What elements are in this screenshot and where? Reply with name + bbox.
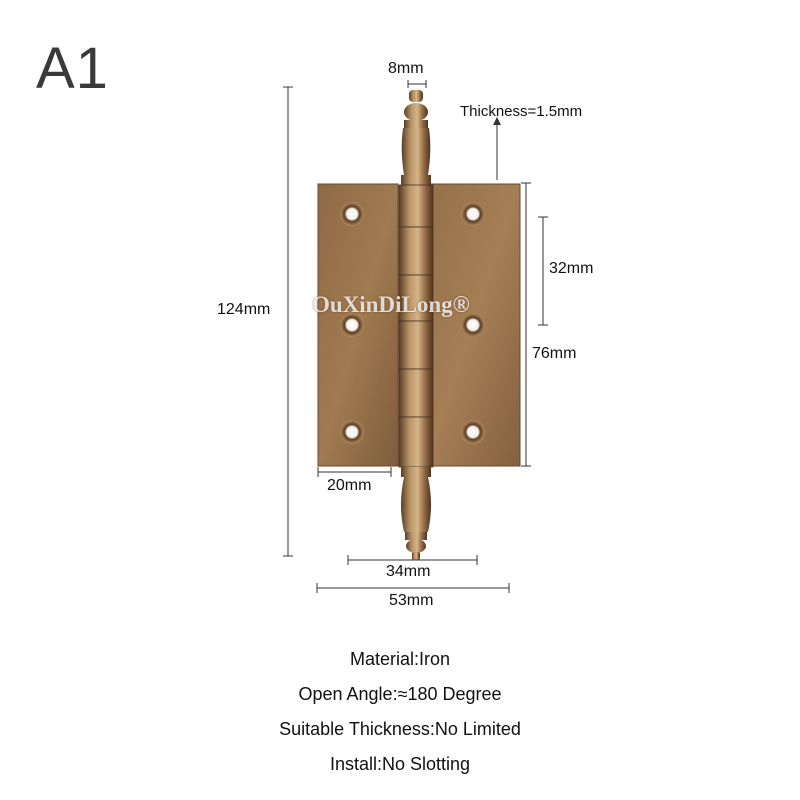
screw-hole (340, 313, 364, 337)
bottom-finial (401, 467, 431, 560)
screw-hole (340, 202, 364, 226)
spec-suitable-thickness: Suitable Thickness:No Limited (279, 719, 521, 739)
dim-open-width-total: 53mm (389, 592, 434, 609)
screw-hole (461, 202, 485, 226)
dim-hole-spacing: 32mm (549, 260, 594, 277)
spec-install: Install:No Slotting (329, 754, 471, 774)
model-label: A1 (36, 36, 109, 101)
spec-list: Material:Iron Open Angle:≈180 Degree Sui… (0, 645, 800, 785)
hinge-barrel (398, 184, 434, 468)
screw-hole (461, 313, 485, 337)
dim-leaf-width: 20mm (327, 477, 372, 494)
top-finial (401, 90, 431, 185)
watermark-logo: OuXinDiLong® (312, 292, 470, 317)
dim-leaf-height: 76mm (532, 345, 577, 362)
screw-hole (461, 420, 485, 444)
dim-pin-width: 8mm (388, 60, 424, 77)
dim-thickness: Thickness=1.5mm (460, 103, 583, 120)
spec-material: Material:Iron (349, 649, 451, 669)
screw-hole (340, 420, 364, 444)
spec-open-angle: Open Angle:≈180 Degree (298, 684, 502, 704)
dim-open-width-inner: 34mm (386, 563, 431, 580)
dim-height: 124mm (217, 301, 271, 318)
